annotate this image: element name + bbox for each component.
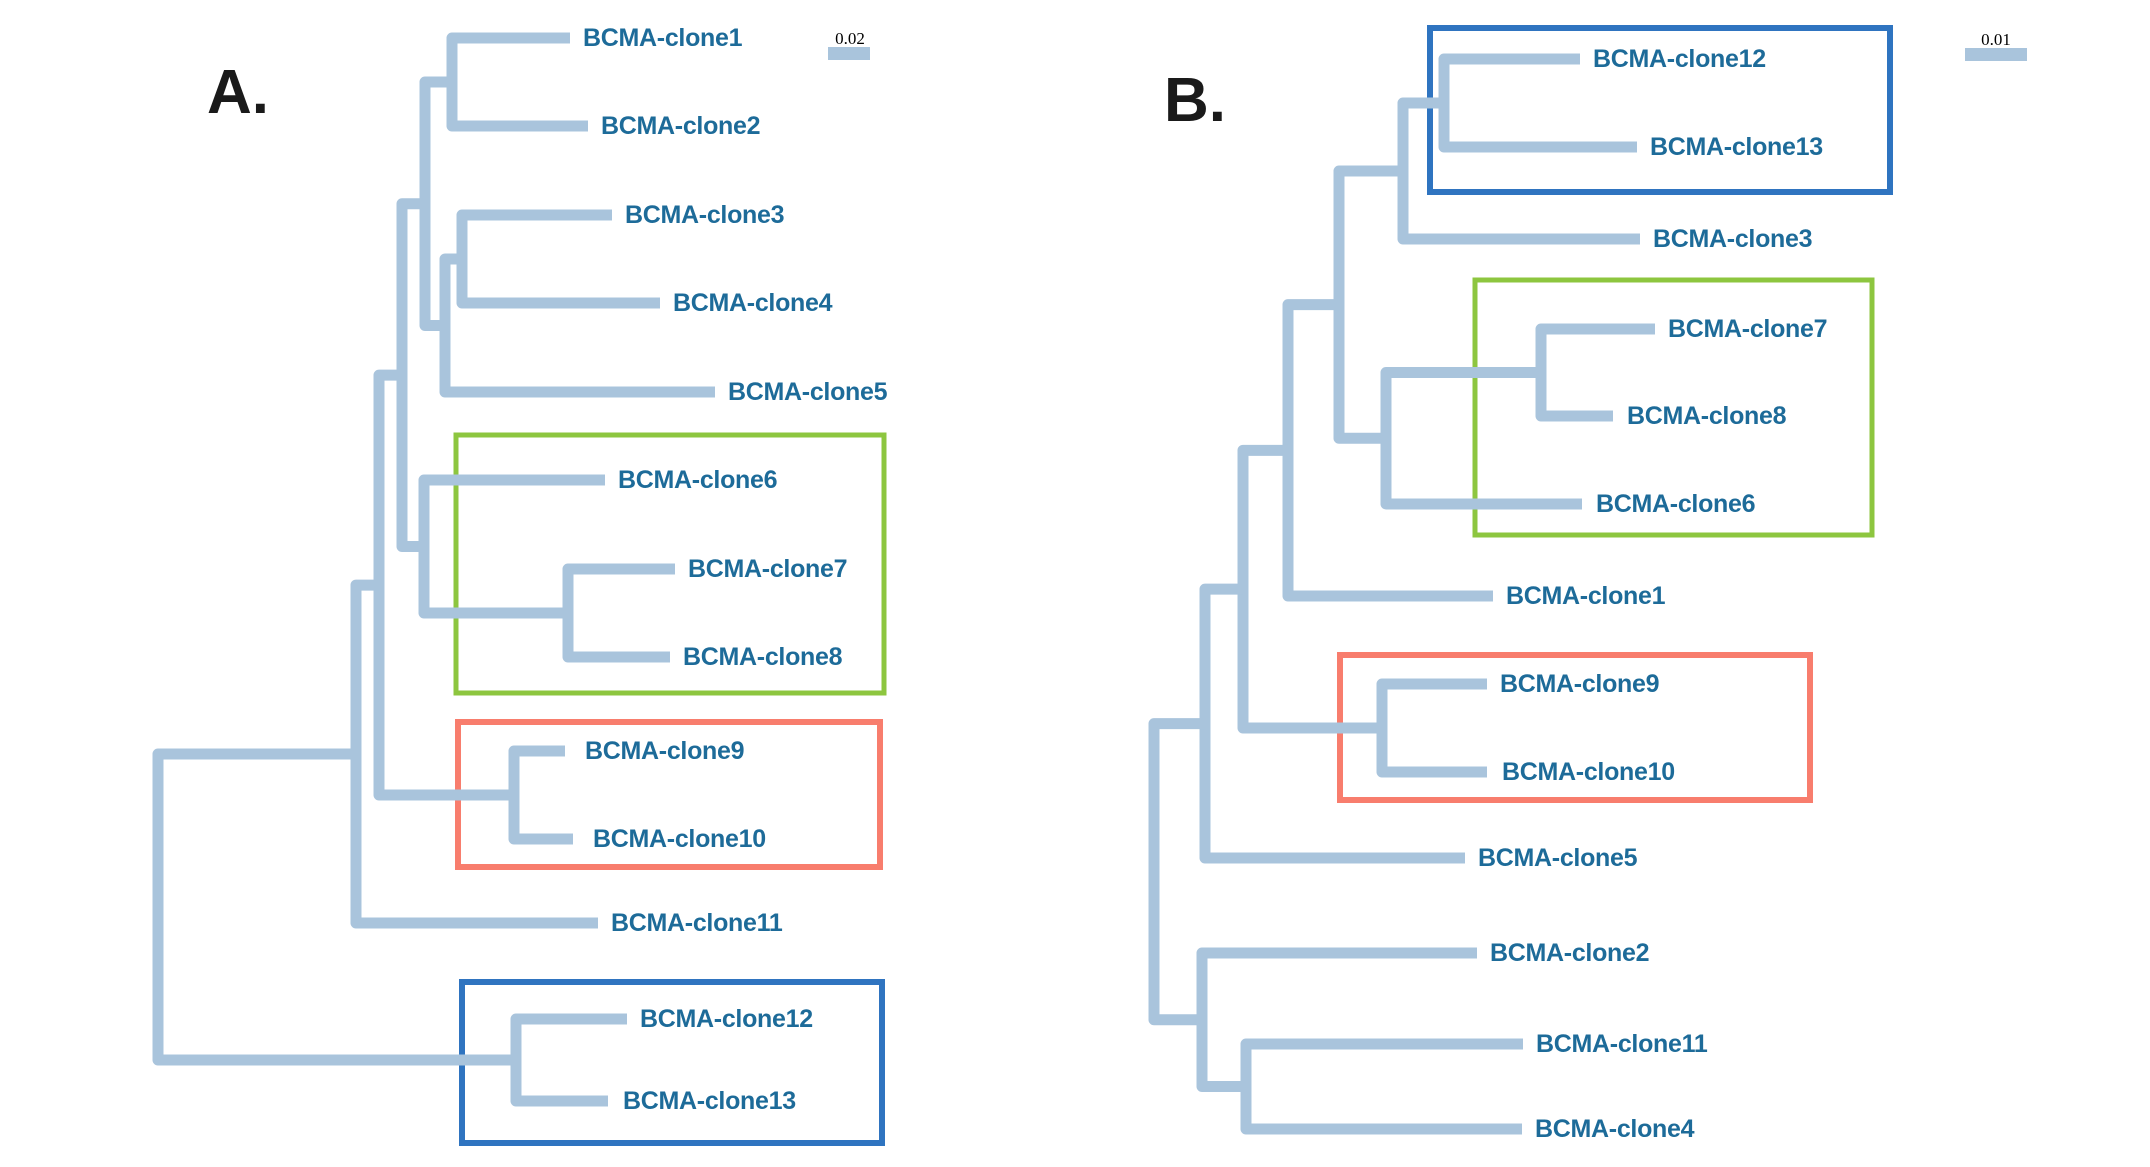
panel-a: BCMA-clone1BCMA-clone2BCMA-clone3BCMA-cl… bbox=[152, 24, 888, 1146]
leaf-label-BCMA-clone10: BCMA-clone10 bbox=[593, 825, 766, 853]
panel-letter-panel-a: A. bbox=[207, 58, 269, 127]
leaf-label-BCMA-clone13: BCMA-clone13 bbox=[623, 1087, 796, 1115]
leaf-label-BCMA-clone5: BCMA-clone5 bbox=[1478, 844, 1638, 872]
leaf-label-BCMA-clone1: BCMA-clone1 bbox=[1506, 582, 1666, 610]
panel-b: BCMA-clone12BCMA-clone13BCMA-clone3BCMA-… bbox=[1148, 25, 2027, 1143]
branch-path bbox=[418, 474, 605, 619]
branch-path bbox=[1376, 678, 1487, 778]
leaf-label-BCMA-clone11: BCMA-clone11 bbox=[1536, 1030, 1708, 1058]
leaf-label-BCMA-clone8: BCMA-clone8 bbox=[1627, 402, 1787, 430]
branch-path bbox=[562, 563, 675, 663]
branch-path bbox=[446, 32, 588, 132]
leaf-label-BCMA-clone8: BCMA-clone8 bbox=[683, 643, 843, 671]
branch-path bbox=[439, 253, 715, 398]
leaf-label-BCMA-clone3: BCMA-clone3 bbox=[625, 201, 784, 229]
branch-path bbox=[508, 745, 573, 845]
branch-path bbox=[1237, 444, 1382, 734]
leaf-label-BCMA-clone9: BCMA-clone9 bbox=[1500, 670, 1659, 698]
leaf-label-BCMA-clone10: BCMA-clone10 bbox=[1502, 758, 1675, 786]
leaf-label-BCMA-clone12: BCMA-clone12 bbox=[640, 1005, 813, 1033]
cluster-box-blue bbox=[1427, 25, 1893, 195]
branch-path bbox=[1240, 1038, 1523, 1135]
leaf-label-BCMA-clone7: BCMA-clone7 bbox=[688, 555, 847, 583]
leaf-label-BCMA-clone6: BCMA-clone6 bbox=[1596, 490, 1755, 518]
panel-letter-panel-b: B. bbox=[1164, 66, 1226, 135]
branch-path bbox=[152, 748, 516, 1066]
leaf-label-BCMA-clone1: BCMA-clone1 bbox=[583, 24, 743, 52]
leaf-label-BCMA-clone6: BCMA-clone6 bbox=[618, 466, 777, 494]
scale-bar-panel-b bbox=[1965, 48, 2027, 61]
leaf-label-BCMA-clone12: BCMA-clone12 bbox=[1593, 45, 1766, 73]
branch-path bbox=[510, 1013, 627, 1107]
leaf-label-BCMA-clone3: BCMA-clone3 bbox=[1653, 225, 1812, 253]
cluster-box-green bbox=[1472, 277, 1875, 538]
leaf-label-BCMA-clone13: BCMA-clone13 bbox=[1650, 133, 1823, 161]
branch-path bbox=[1148, 718, 1205, 1026]
scale-bar-label-panel-b: 0.01 bbox=[1981, 30, 2011, 49]
branch-path bbox=[1333, 165, 1403, 444]
scale-bar-label-panel-a: 0.02 bbox=[835, 29, 865, 48]
leaf-label-BCMA-clone4: BCMA-clone4 bbox=[673, 289, 833, 317]
leaf-label-BCMA-clone9: BCMA-clone9 bbox=[585, 737, 744, 765]
leaf-label-BCMA-clone2: BCMA-clone2 bbox=[601, 112, 760, 140]
cluster-box-green bbox=[453, 432, 887, 696]
leaf-label-BCMA-clone5: BCMA-clone5 bbox=[728, 378, 888, 406]
leaf-label-BCMA-clone2: BCMA-clone2 bbox=[1490, 939, 1649, 967]
leaf-label-BCMA-clone7: BCMA-clone7 bbox=[1668, 315, 1827, 343]
branch-path bbox=[1380, 367, 1582, 510]
scale-bar-panel-a bbox=[828, 47, 870, 60]
leaf-label-BCMA-clone11: BCMA-clone11 bbox=[611, 909, 783, 937]
leaf-label-BCMA-clone4: BCMA-clone4 bbox=[1535, 1115, 1695, 1143]
